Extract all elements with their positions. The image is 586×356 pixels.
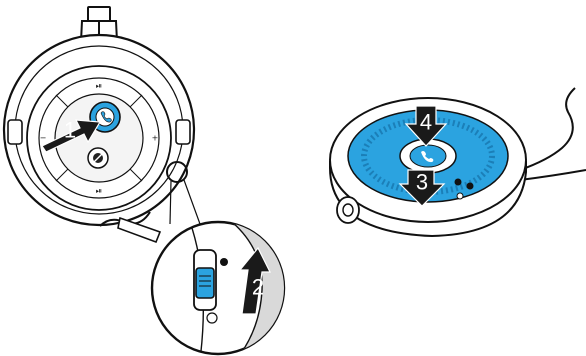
status-led-3: [457, 193, 463, 199]
step-2-label: 2: [252, 275, 264, 300]
audio-jack[interactable]: [337, 197, 359, 223]
step-4-label: 4: [420, 110, 432, 135]
status-led-1: [455, 179, 462, 186]
power-on-indicator: [220, 258, 228, 266]
speakerphone-cable: [520, 88, 575, 170]
volume-up-icon[interactable]: +: [152, 134, 159, 143]
step-3-label: 3: [416, 170, 428, 195]
volume-down-icon[interactable]: −: [40, 134, 47, 143]
headset-earcup: ⏯ ⏯ + − 1: [4, 7, 200, 242]
play-pause-bottom-icon[interactable]: ⏯: [96, 187, 102, 196]
mute-button[interactable]: [88, 148, 108, 168]
step-1-label: 1: [64, 118, 76, 143]
speakerphone-puck: 4 3: [330, 88, 586, 236]
power-switch-zoom: 2: [152, 222, 290, 356]
power-off-indicator: [207, 313, 217, 323]
power-slider[interactable]: [196, 268, 214, 298]
status-led-2: [467, 183, 474, 190]
play-pause-top-icon[interactable]: ⏯: [96, 82, 102, 91]
